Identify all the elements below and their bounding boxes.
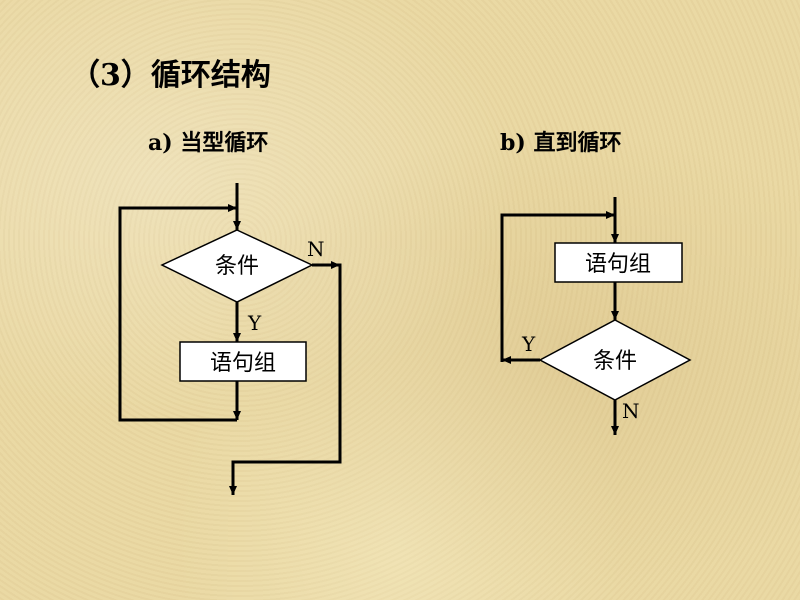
until-no-label: N [622,399,640,423]
while-statements-box [179,341,307,382]
until-condition-text: 条件 [593,349,637,374]
until-statements-text: 语句组 [585,252,651,277]
while-statements-text: 语句组 [210,351,276,376]
while-loop-caption: a) 当型循环 [148,130,269,156]
until-condition-diamond [538,319,692,401]
until-loopback-line [500,211,615,362]
while-condition-text: 条件 [215,254,259,279]
while-no-label: N [307,237,325,261]
until-loop-caption: b) 直到循环 [500,130,622,156]
while-yes-label: Y [247,311,262,335]
slide-title: （3）循环结构 [70,58,271,93]
until-loop-flowchart [500,197,619,435]
while-loop-flowchart [118,183,342,495]
while-condition-diamond [160,229,314,303]
while-loopback-line [118,204,237,422]
until-yes-label: Y [521,332,536,356]
until-statements-box [554,242,683,283]
